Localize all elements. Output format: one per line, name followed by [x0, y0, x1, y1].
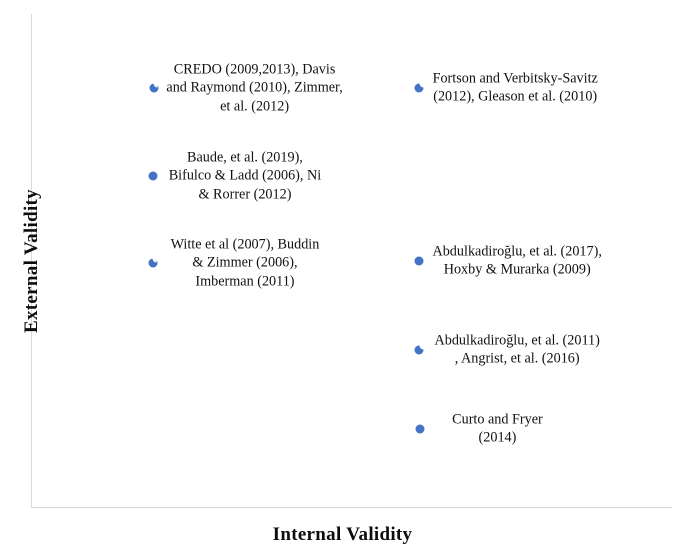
y-axis-line — [31, 14, 33, 508]
x-axis-title: Internal Validity — [272, 524, 413, 545]
data-point-label: Fortson and Verbitsky-Savitz (2012), Gle… — [432, 70, 598, 105]
data-point-marker-icon — [415, 424, 425, 434]
data-point-marker-icon — [148, 171, 158, 181]
data-point-marker-icon — [414, 83, 424, 93]
data-point-label: Curto and Fryer (2014) — [452, 411, 543, 446]
data-point-marker-icon — [414, 256, 424, 266]
data-point-marker-icon — [148, 258, 158, 268]
data-point-label: Abdulkadiroğlu, et al. (2017), Hoxby & M… — [432, 243, 602, 278]
data-point-label: Baude, et al. (2019), Bifulco & Ladd (20… — [168, 149, 322, 202]
data-point-marker-icon — [414, 345, 424, 355]
plot-area: CREDO (2009,2013), Davis and Raymond (20… — [32, 14, 672, 507]
x-axis-line — [31, 507, 672, 509]
data-point-label: Abdulkadiroğlu, et al. (2011) , Angrist,… — [434, 332, 600, 367]
data-point-label: Witte et al (2007), Buddin & Zimmer (200… — [170, 236, 320, 290]
data-point-marker-icon — [149, 83, 159, 93]
data-point-label: CREDO (2009,2013), Davis and Raymond (20… — [166, 61, 343, 115]
